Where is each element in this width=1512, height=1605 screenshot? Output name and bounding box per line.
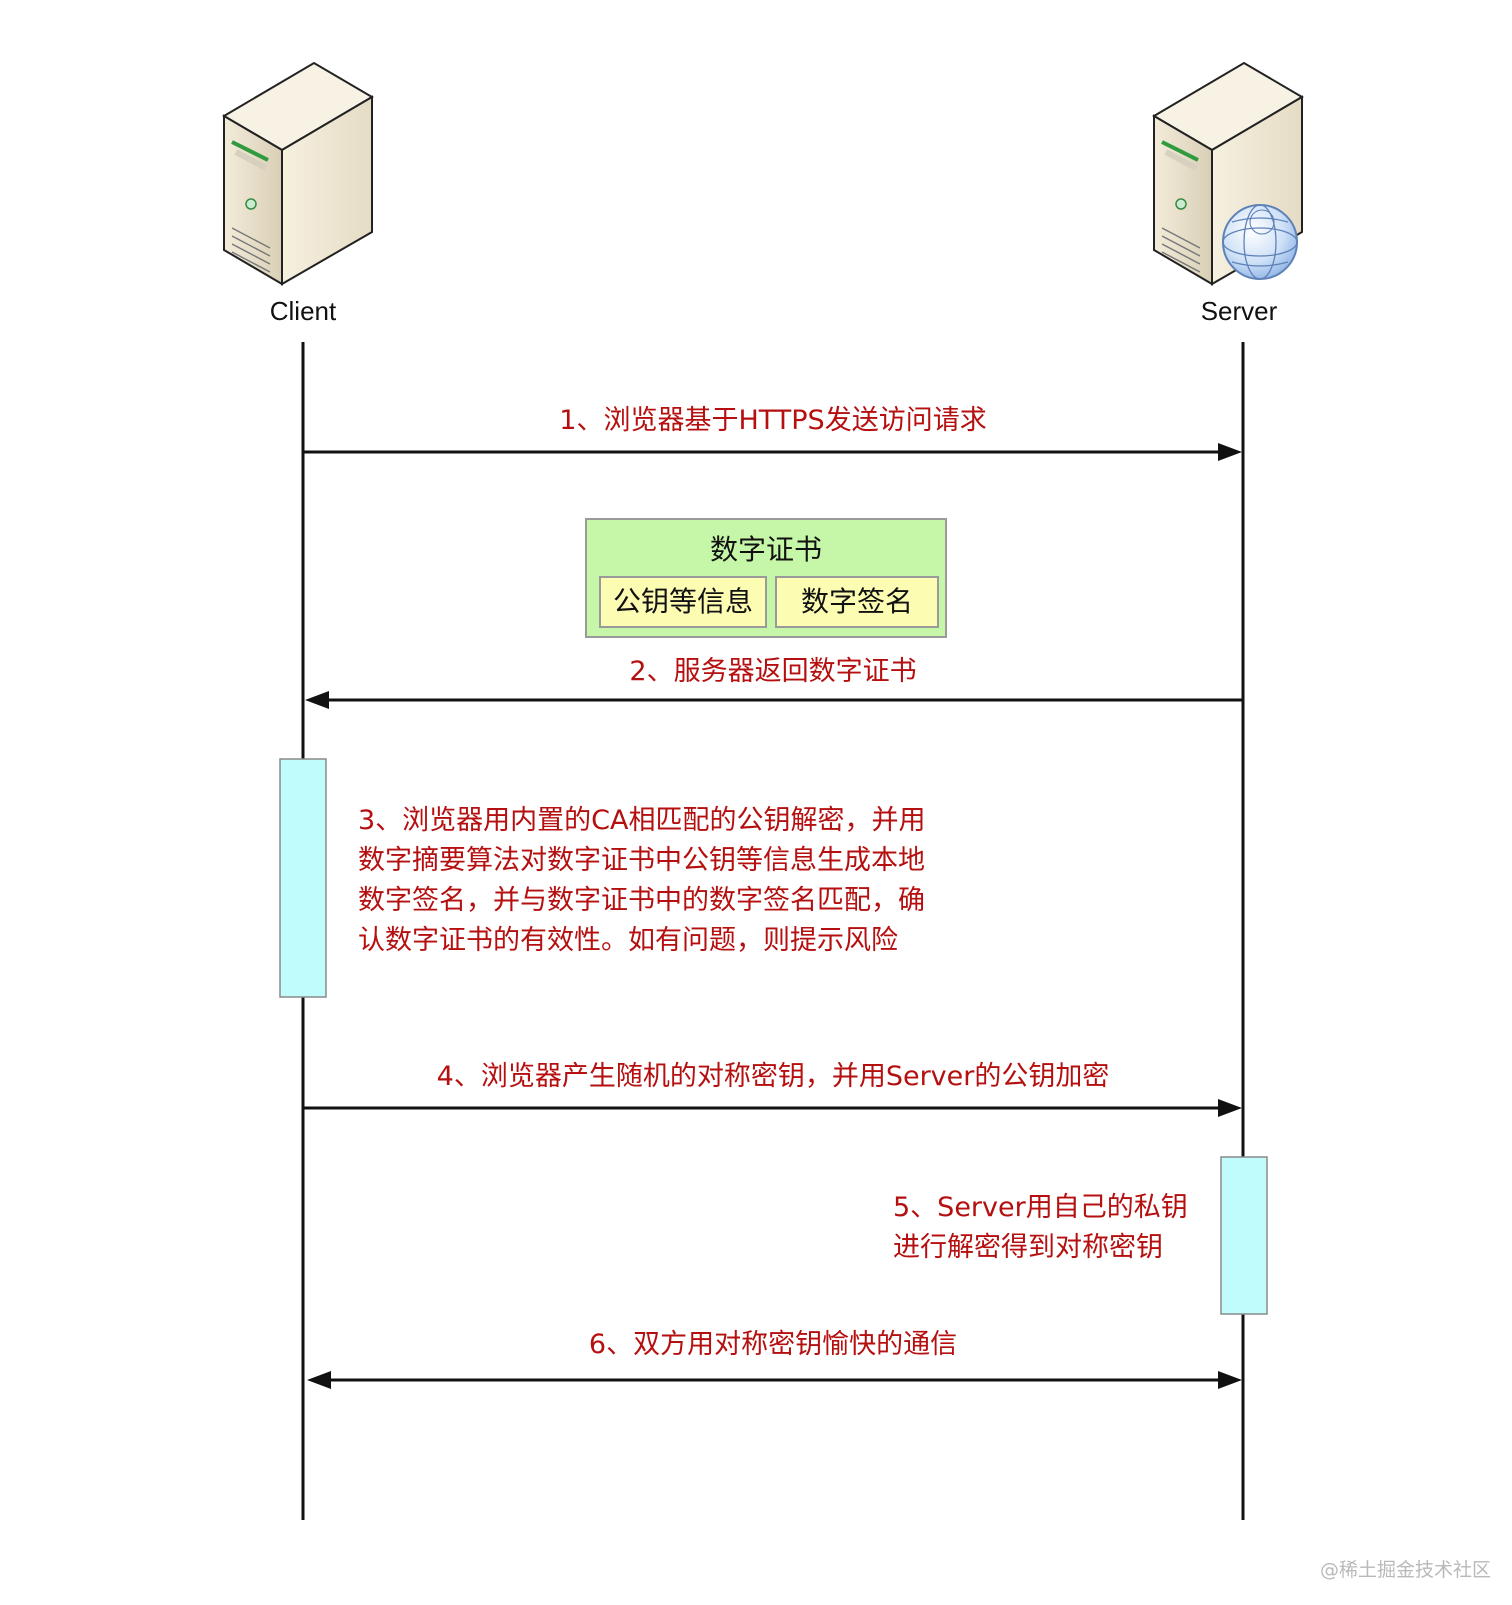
message-2-text: 2、服务器返回数字证书 [629,656,917,687]
client-activation-bar [279,758,327,998]
message-6-text: 6、双方用对称密钥愉快的通信 [588,1329,958,1360]
message-1-text: 1、浏览器基于HTTPS发送访问请求 [559,405,987,436]
certificate-digital-signature: 数字签名 [775,576,939,628]
certificate-public-key-info: 公钥等信息 [599,576,767,628]
message-3-text: 3、浏览器用内置的CA相匹配的公钥解密，并用 数字摘要算法对数字证书中公钥等信息… [358,801,926,961]
certificate-title: 数字证书 [709,533,822,566]
message-3-line: 数字摘要算法对数字证书中公钥等信息生成本地 [358,845,925,876]
client-label: Client [269,296,337,326]
globe-icon [1222,204,1298,280]
message-4-text: 4、浏览器产生随机的对称密钥，并用Server的公钥加密 [436,1061,1110,1092]
message-5-line: 5、Server用自己的私钥 [893,1192,1188,1223]
message-1-arrow [303,443,1242,461]
server-label: Server [1200,296,1278,326]
message-5-line: 进行解密得到对称密钥 [893,1232,1163,1263]
message-3-line: 数字签名，并与数字证书中的数字签名匹配，确 [358,885,925,916]
message-6-arrow [307,1371,1242,1389]
message-5-text: 5、Server用自己的私钥 进行解密得到对称密钥 [893,1188,1188,1268]
message-2-arrow [305,691,1243,709]
client-server-icon [222,61,374,286]
message-3-line: 认数字证书的有效性。如有问题，则提示风险 [358,925,898,956]
digital-certificate: 数字证书 公钥等信息 数字签名 [585,518,947,638]
watermark: @稀土掘金技术社区 [1320,1559,1492,1581]
server-activation-bar [1220,1156,1268,1315]
message-3-line: 3、浏览器用内置的CA相匹配的公钥解密，并用 [358,805,926,836]
message-4-arrow [303,1099,1242,1117]
